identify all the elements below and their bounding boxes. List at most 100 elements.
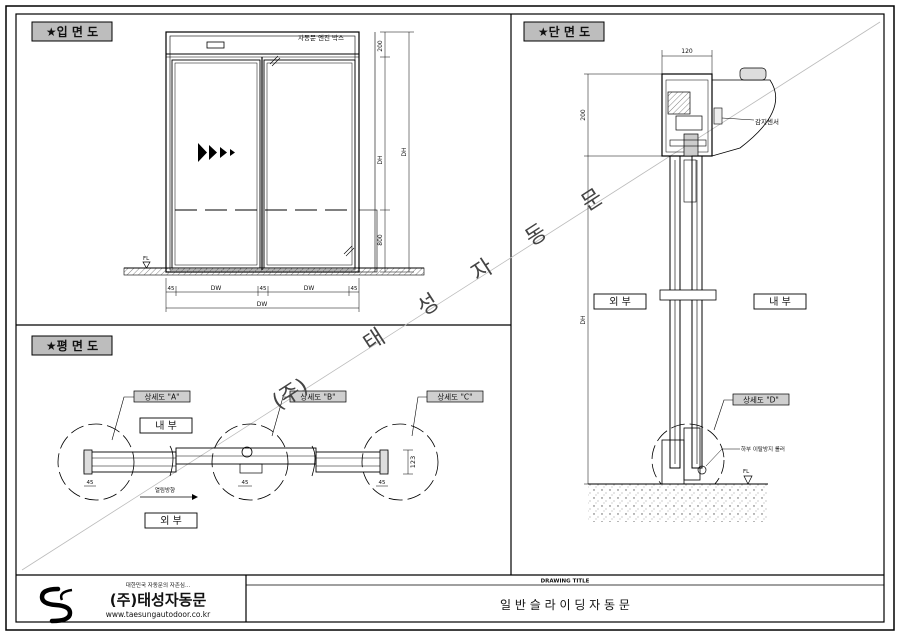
engine-box-label: 자동문 엔진 박스: [298, 33, 344, 42]
detail-circle-c: [361, 423, 439, 501]
section-fl-marker: [743, 475, 753, 485]
section-sensor-label: 감지센서: [755, 117, 779, 126]
title-block: DRAWING TITLE 일 반 슬 라 이 딩 자 동 문 대한민국 자동문…: [39, 575, 884, 624]
section-dim-120: 120: [681, 48, 693, 55]
company-logo: [39, 586, 73, 624]
elevation-view: ★입 면 도 자동문 엔진 박스: [31, 21, 425, 312]
plan-outside-label: 외 부: [160, 515, 182, 527]
section-view: ★단 면 도 120 감지센서: [523, 21, 807, 522]
plan-dim-123: 123: [409, 456, 417, 468]
section-roller-label: 하부 이탈방지 롤러: [741, 445, 785, 453]
plan-title-box: [31, 335, 113, 356]
outer-border: [5, 5, 895, 631]
plan-direction-label: 열림방향: [155, 486, 175, 494]
watermark-char-4: 자: [467, 255, 498, 287]
sensor-unit: [739, 67, 767, 81]
section-ground: [588, 484, 768, 522]
elev-dim-200: 200: [377, 40, 384, 52]
inner-border: [15, 13, 885, 623]
section-outside-label: 외 부: [609, 296, 631, 308]
callout-a-leader: [111, 396, 134, 441]
sensor-leader: [721, 117, 755, 121]
callout-c-leader: [411, 396, 427, 437]
detail-circle-d: [651, 423, 725, 497]
plan-dim-45-a: 45: [87, 480, 94, 486]
callout-b-box: [289, 390, 347, 403]
plan-roller-b: [241, 446, 253, 458]
plan-dim-45-b: 45: [242, 480, 249, 486]
section-dim-200: 200: [580, 109, 587, 121]
section-title: ★단 면 도: [538, 24, 590, 39]
plan-dim-45-c: 45: [379, 480, 386, 486]
section-fl-label: FL: [743, 469, 750, 475]
section-sensor-cover: [711, 79, 777, 157]
glass-reflection-1: [269, 55, 279, 65]
plan-inside-label: 내 부: [155, 420, 177, 432]
plan-title: ★평 면 도: [46, 338, 98, 353]
plan-end-post-right: [379, 449, 389, 475]
elevation-floor: [123, 267, 425, 276]
right-door-glass: [266, 62, 353, 266]
section-door-leaf-outer: [669, 155, 681, 469]
elev-dim-dw-total: DW: [257, 301, 268, 308]
plan-break-right: [311, 445, 316, 477]
watermark-line: [21, 21, 881, 571]
callout-d-box: [732, 393, 790, 406]
elev-dim-45-mid: 45: [260, 286, 267, 292]
plan-direction-arrowhead: [192, 494, 198, 500]
drawing-title: 일 반 슬 라 이 딩 자 동 문: [500, 598, 630, 612]
detail-circle-a: [57, 423, 135, 501]
section-transom: [659, 289, 717, 301]
drawing-title-label: DRAWING TITLE: [541, 579, 590, 585]
section-dim-dh: DH: [580, 315, 587, 324]
logo-s-mark: [39, 586, 73, 624]
watermark-char-3: 성: [413, 290, 444, 322]
elev-dim-dh: DH: [377, 155, 384, 164]
detail-circle-b: [211, 423, 289, 501]
callout-b-leader: [271, 396, 290, 437]
glass-reflection-2: [271, 57, 281, 67]
section-title-box: [523, 21, 605, 42]
section-outside-box: [593, 293, 647, 310]
section-door-leaf-inner: [691, 155, 703, 469]
plan-end-post-left: [83, 449, 93, 475]
elev-dim-45-left: 45: [168, 286, 175, 292]
plan-inside-box: [139, 417, 193, 434]
glass-reflection-3: [343, 245, 353, 255]
section-hanger-arm: [683, 159, 697, 203]
elev-dim-dw-right: DW: [304, 285, 315, 292]
elev-dim-dh-total: DH: [401, 147, 408, 156]
elev-dim-800: 800: [377, 234, 384, 246]
section-roller: [697, 465, 707, 475]
left-door-panel: [171, 59, 261, 269]
elev-dim-dw-left: DW: [211, 285, 222, 292]
company-tagline: 대한민국 자동문의 자존심...: [126, 581, 191, 589]
section-rail: [669, 139, 707, 147]
callout-d-label: 상세도 "D": [743, 395, 779, 405]
left-door-glass: [174, 62, 258, 266]
watermark-char-6: 문: [577, 185, 608, 217]
sensor-lens: [713, 107, 723, 125]
open-direction-arrows: [198, 143, 235, 162]
engine-box-handle: [206, 41, 225, 49]
elevation-title-box: [31, 21, 113, 42]
section-hanger: [683, 133, 699, 157]
glass-reflection-4: [345, 247, 355, 257]
logo-swoosh: [59, 588, 73, 601]
plan-outside-box: [144, 512, 198, 529]
callout-c-box: [426, 390, 484, 403]
section-motor: [667, 91, 691, 115]
side-wall-panel: [358, 209, 378, 273]
section-bottom-block: [683, 427, 701, 481]
callout-a-box: [133, 390, 191, 403]
section-inside-box: [753, 293, 807, 310]
plan-view: ★평 면 도 상세도 "A" 상세도 "B" 상세도 "C" 내: [31, 335, 484, 529]
plan-break-left: [169, 445, 174, 477]
section-bottom-guide: [661, 439, 685, 485]
section-inside-label: 내 부: [769, 296, 791, 308]
elevation-fl-label: FL: [143, 256, 150, 262]
elevation-title: ★입 면 도: [46, 24, 98, 39]
company-website: www.taesungautodoor.co.kr: [106, 610, 211, 619]
plan-meeting-stile: [239, 463, 263, 474]
